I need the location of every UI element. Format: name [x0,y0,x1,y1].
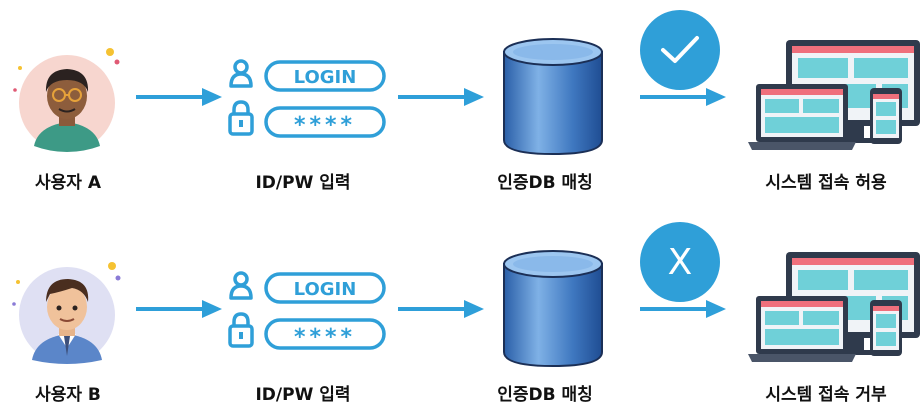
user-b-avatar [12,252,130,370]
system-devices [748,250,922,368]
flow-row-a: 사용자 A LOGIN **** ID/PW 입력 [0,0,922,200]
status-circle [640,10,720,90]
login-illustration: LOGIN **** [228,270,390,360]
user-b-avatar-icon [12,262,121,364]
password-field-text: **** [294,325,356,350]
login-form-icon: LOGIN **** [228,271,386,350]
login-field-text: LOGIN [294,67,357,88]
user-a-label: 사용자 A [35,173,101,193]
flow-arrow [136,87,226,107]
checkmark-icon [661,36,699,63]
database-icon [503,250,603,368]
flow-arrow [640,87,730,107]
arrow-right-icon [136,88,222,106]
access-allowed-label: 시스템 접속 허용 [765,173,887,193]
flow-row-b: 사용자 B LOGIN **** ID/PW 입력 [0,212,922,412]
login-form-icon: LOGIN **** [228,59,386,138]
lock-icon [228,312,254,348]
system-devices [748,38,922,156]
db-match-label: 인증DB 매칭 [497,173,593,193]
access-denied-label: 시스템 접속 거부 [765,385,887,405]
status-approved [640,10,720,90]
flow-arrow [136,299,226,319]
arrow-right-icon [640,300,726,318]
arrow-right-icon [398,88,484,106]
devices-icon [748,40,920,150]
db-match-label: 인증DB 매칭 [497,385,593,405]
status-denied: X [640,222,720,302]
arrow-right-icon [136,300,222,318]
database-icon [503,38,603,156]
x-icon: X [640,222,720,302]
devices-icon [748,252,920,362]
login-field-text: LOGIN [294,279,357,300]
password-field-text: **** [294,113,356,138]
login-illustration: LOGIN **** [228,58,390,148]
flow-arrow [398,299,488,319]
database-illustration [498,36,608,158]
flow-arrow [398,87,488,107]
arrow-right-icon [398,300,484,318]
user-icon [229,59,253,88]
database-illustration [498,248,608,370]
user-a-avatar [12,40,130,158]
login-label: ID/PW 입력 [255,385,351,405]
user-b-label: 사용자 B [35,385,101,405]
lock-icon [228,100,254,136]
login-label: ID/PW 입력 [255,173,351,193]
flow-arrow [640,299,730,319]
user-a-avatar-icon [13,48,120,152]
user-icon [229,271,253,300]
arrow-right-icon [640,88,726,106]
